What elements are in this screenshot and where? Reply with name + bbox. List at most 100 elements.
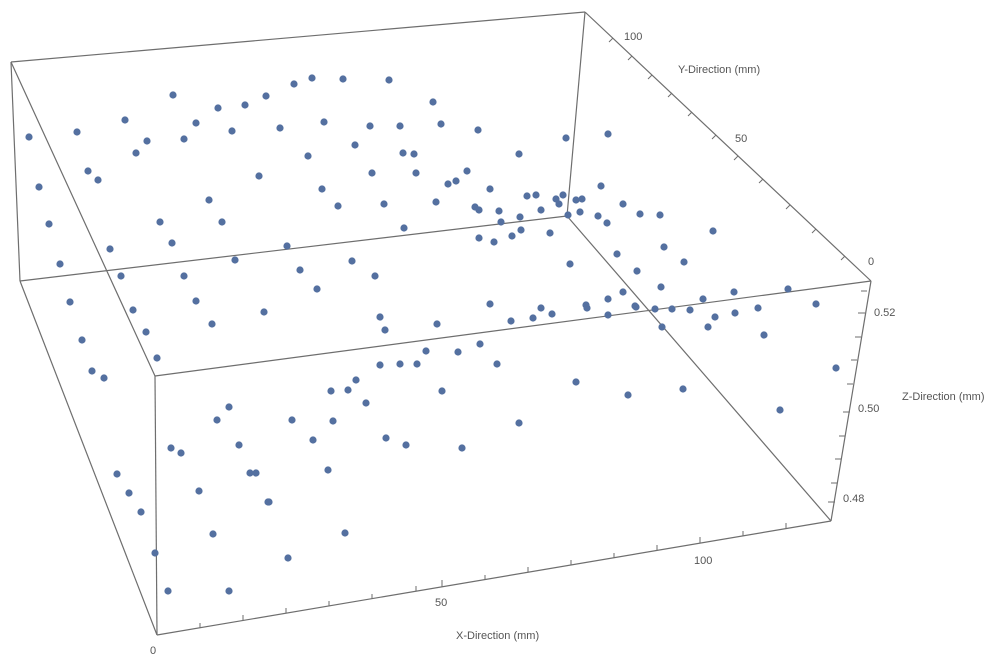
data-point	[564, 211, 572, 219]
data-point	[382, 434, 390, 442]
data-point	[84, 167, 92, 175]
data-point	[432, 198, 440, 206]
data-point	[784, 285, 792, 293]
data-point	[180, 272, 188, 280]
x-axis-title: X-Direction (mm)	[456, 630, 540, 642]
data-point	[548, 310, 556, 318]
data-point	[156, 218, 164, 226]
data-point	[486, 185, 494, 193]
data-point	[208, 320, 216, 328]
data-point	[537, 304, 545, 312]
data-point	[400, 224, 408, 232]
data-point	[517, 226, 525, 234]
z-tick-label: 0.48	[843, 493, 865, 505]
data-point	[205, 196, 213, 204]
data-point	[709, 227, 717, 235]
data-point	[474, 126, 482, 134]
data-point	[168, 239, 176, 247]
data-point	[352, 376, 360, 384]
x-axis-ticks	[156, 523, 787, 635]
data-point	[283, 242, 291, 250]
data-point	[380, 200, 388, 208]
data-point	[117, 272, 125, 280]
data-point	[704, 323, 712, 331]
data-point	[497, 218, 505, 226]
y-axis-title: Y-Direction (mm)	[678, 64, 761, 76]
data-point	[252, 469, 260, 477]
data-point	[410, 150, 418, 158]
y-tick-label: 50	[735, 133, 748, 145]
data-point	[516, 213, 524, 221]
data-point	[142, 328, 150, 336]
data-point	[329, 417, 337, 425]
data-point	[265, 498, 273, 506]
data-point	[686, 306, 694, 314]
data-point	[45, 220, 53, 228]
data-point	[657, 283, 665, 291]
data-point	[260, 308, 268, 316]
data-point	[153, 354, 161, 362]
data-point	[371, 272, 379, 280]
data-point	[559, 191, 567, 199]
data-point	[348, 257, 356, 265]
data-point	[656, 211, 664, 219]
data-point	[594, 212, 602, 220]
data-point	[235, 441, 243, 449]
data-point	[177, 449, 185, 457]
data-point	[619, 200, 627, 208]
data-point	[776, 406, 784, 414]
data-point	[619, 288, 627, 296]
data-point	[209, 530, 217, 538]
data-point	[507, 317, 515, 325]
data-point	[132, 149, 140, 157]
data-points	[25, 74, 840, 595]
data-point	[437, 120, 445, 128]
data-point	[169, 91, 177, 99]
data-point	[613, 250, 621, 258]
data-point	[660, 243, 668, 251]
data-point	[304, 152, 312, 160]
data-point	[412, 169, 420, 177]
data-point	[508, 232, 516, 240]
data-point	[658, 323, 666, 331]
data-point	[246, 469, 254, 477]
data-point	[73, 128, 81, 136]
data-point	[566, 260, 574, 268]
data-point	[651, 305, 659, 313]
data-point	[308, 74, 316, 82]
data-point	[276, 124, 284, 132]
data-point	[334, 202, 342, 210]
data-point	[679, 385, 687, 393]
data-point	[396, 122, 404, 130]
data-point	[368, 169, 376, 177]
data-point	[218, 218, 226, 226]
x-tick-label: 0	[150, 645, 157, 657]
data-point	[475, 206, 483, 214]
data-point	[490, 238, 498, 246]
data-point	[402, 441, 410, 449]
data-point	[284, 554, 292, 562]
data-point	[572, 378, 580, 386]
data-point	[143, 137, 151, 145]
data-point	[730, 288, 738, 296]
data-point	[88, 367, 96, 375]
data-point	[444, 180, 452, 188]
data-point	[399, 149, 407, 157]
data-point	[454, 348, 462, 356]
data-point	[636, 210, 644, 218]
data-point	[429, 98, 437, 106]
data-point	[25, 133, 33, 141]
data-point	[366, 122, 374, 130]
data-point	[532, 191, 540, 199]
data-point	[296, 266, 304, 274]
data-point	[66, 298, 74, 306]
data-point	[438, 387, 446, 395]
data-point	[555, 200, 563, 208]
data-point	[214, 104, 222, 112]
data-point	[633, 267, 641, 275]
data-point	[458, 444, 466, 452]
data-point	[255, 172, 263, 180]
data-point	[812, 300, 820, 308]
data-point	[225, 587, 233, 595]
